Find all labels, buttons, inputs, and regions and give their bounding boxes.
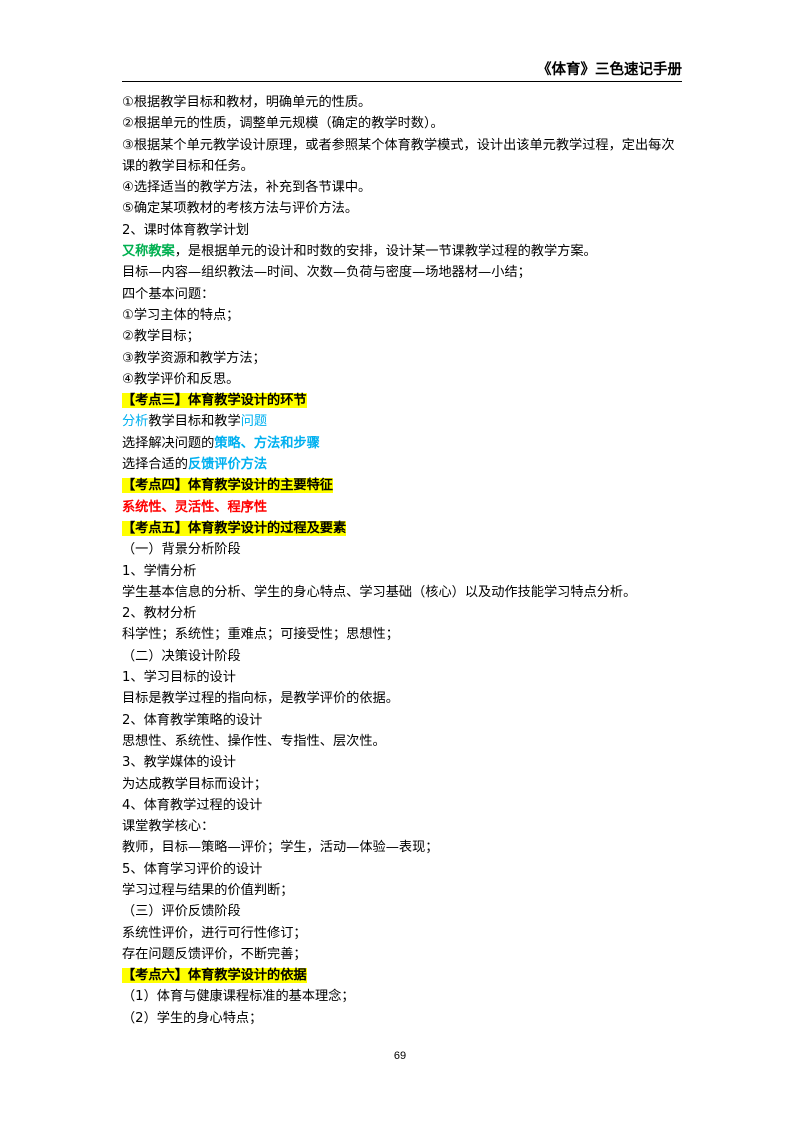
subheading: （一）背景分析阶段 [122,542,241,558]
cyan-term: 分析 [122,414,149,430]
green-term: 又称教案 [122,244,175,260]
text-line: ①根据教学目标和教材，明确单元的性质。 [122,95,372,110]
text-line: 学习过程与结果的价值判断； [122,882,294,898]
text-span: 教学目标和教学 [148,414,241,430]
red-term: 系统性、灵活性、程序性 [122,499,268,515]
text-line: ③教学资源和教学方法； [122,350,266,366]
text-line: ⑤确定某项教材的考核方法与评价方法。 [122,201,359,217]
highlighted-heading: 【考点四】体育教学设计的主要特征 [122,478,333,494]
subheading: 3、教学媒体的设计 [122,755,236,771]
section-heading: 【考点五】体育教学设计的过程及要素 [122,518,682,539]
text-line: 思想性、系统性、操作性、专指性、层次性。 [122,733,386,749]
subheading: （二）决策设计阶段 [122,648,241,664]
text-span: 选择解决问题的 [122,435,215,451]
subheading: 2、课时体育教学计划 [122,222,250,238]
text-span: ，是根据单元的设计和时数的安排，设计某一节课教学过程的教学方案。 [174,244,597,260]
text-line: 课堂教学核心： [122,819,215,835]
text-span: 选择合适的 [122,457,188,473]
text-line: 系统性、灵活性、程序性 [122,497,682,518]
section-heading: 【考点三】体育教学设计的环节 [122,390,682,411]
subheading: （三）评价反馈阶段 [122,904,241,920]
text-line: 学生基本信息的分析、学生的身心特点、学习基础（核心）以及动作技能学习特点分析。 [122,584,637,600]
text-line: ②教学目标； [122,329,200,345]
highlighted-heading: 【考点三】体育教学设计的环节 [122,393,307,409]
text-line: 存在问题反馈评价，不断完善； [122,946,307,962]
page-number: 69 [393,1050,407,1062]
subheading: 1、学情分析 [122,563,197,579]
subheading: 1、学习目标的设计 [122,670,236,686]
cyan-term: 反馈评价方法 [187,457,268,473]
text-line: 选择解决问题的策略、方法和步骤 [122,433,682,454]
page-body: ①根据教学目标和教材，明确单元的性质。 ②根据单元的性质，调整单元规模（确定的教… [122,92,682,1029]
highlighted-heading: 【考点五】体育教学设计的过程及要素 [122,520,347,536]
text-line: ③根据某个单元教学设计原理，或者参照某个体育教学模式，设计出该单元教学过程，定出… [122,137,675,174]
text-line: 又称教案，是根据单元的设计和时数的安排，设计某一节课教学过程的教学方案。 [122,241,682,262]
text-line: 分析教学目标和教学问题 [122,411,682,432]
highlighted-heading: 【考点六】体育教学设计的依据 [122,968,307,984]
text-line: 四个基本问题： [122,286,215,302]
text-line: 选择合适的反馈评价方法 [122,454,682,475]
text-line: ④选择适当的教学方法，补充到各节课中。 [122,180,372,196]
text-line: 科学性；系统性；重难点；可接受性；思想性； [122,627,399,643]
text-line: ④教学评价和反思。 [122,371,240,387]
subheading: 4、体育教学过程的设计 [122,797,263,813]
text-line: 教师，目标—策略—评价；学生，活动—体验—表现； [122,840,439,856]
running-header-title: 《体育》三色速记手册 [537,62,682,78]
text-line: （2）学生的身心特点； [122,1010,263,1026]
text-line: 目标—内容—组织教法—时间、次数—负荷与密度—场地器材—小结； [122,265,531,281]
subheading: 2、教材分析 [122,606,197,622]
section-heading: 【考点四】体育教学设计的主要特征 [122,475,682,496]
subheading: 5、体育学习评价的设计 [122,861,263,877]
text-line: 目标是教学过程的指向标，是教学评价的依据。 [122,691,399,707]
header-divider [122,81,682,82]
section-heading: 【考点六】体育教学设计的依据 [122,965,682,986]
cyan-term: 问题 [240,414,268,430]
text-line: ①学习主体的特点； [122,307,240,323]
cyan-term: 策略、方法和步骤 [214,435,320,451]
subheading: 2、体育教学策略的设计 [122,712,263,728]
text-line: （1）体育与健康课程标准的基本理念； [122,989,355,1005]
text-line: ②根据单元的性质，调整单元规模（确定的教学时数）。 [122,116,444,132]
text-line: 为达成教学目标而设计； [122,776,268,792]
text-line: 系统性评价，进行可行性修订； [122,925,307,941]
